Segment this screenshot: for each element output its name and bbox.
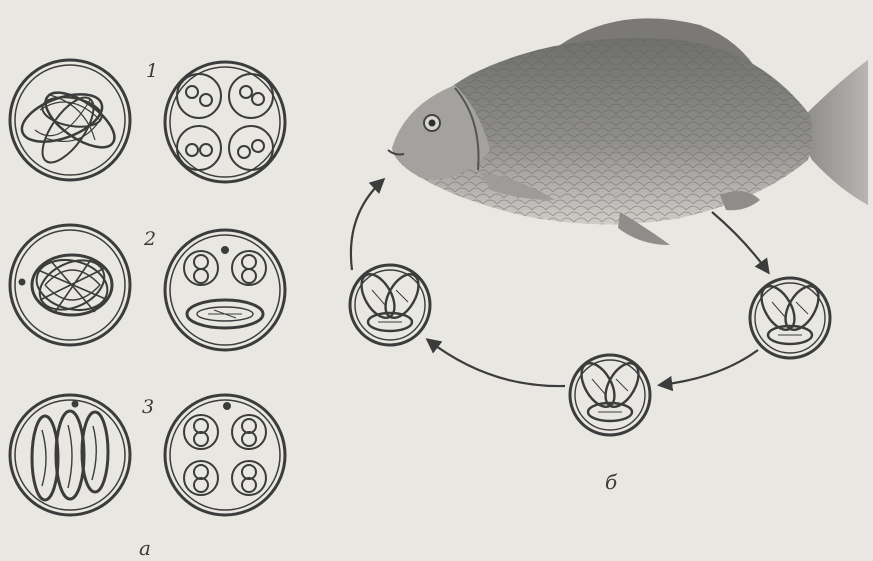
part-label-a: а [139, 538, 151, 558]
stage-label-3: 3 [142, 398, 154, 417]
cycle-egg-right [750, 278, 830, 358]
fish [388, 18, 868, 245]
arrow-egg-left-to-fish [351, 180, 383, 270]
part-label-b: б [605, 472, 617, 492]
stage-label-1: 1 [146, 62, 158, 81]
egg-row1-cells [165, 62, 285, 182]
arrow-fish-to-egg-right [712, 212, 768, 272]
egg-row2-cells [165, 230, 285, 350]
egg-row3-embryos [10, 395, 130, 515]
egg-row1-embryos [10, 60, 130, 180]
egg-row3-cells [165, 395, 285, 515]
stage-label-2: 2 [144, 230, 156, 249]
arrow-egg-bottom-to-left [428, 340, 565, 386]
cycle-egg-left [350, 265, 430, 345]
arrow-egg-right-to-bottom [660, 350, 758, 385]
egg-row2-coiled [10, 225, 130, 345]
cycle-egg-bottom [570, 355, 650, 435]
